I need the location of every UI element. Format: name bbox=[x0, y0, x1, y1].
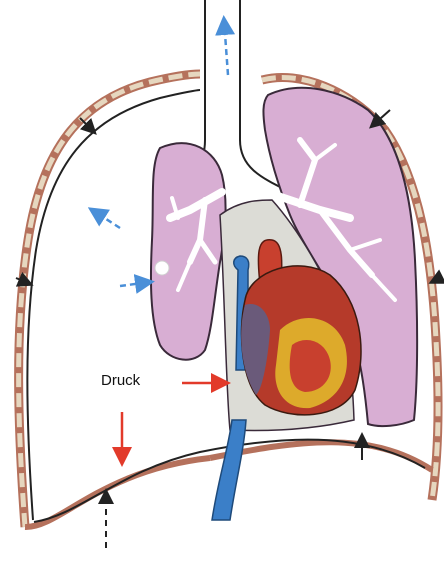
collapsed-lung bbox=[151, 143, 226, 359]
air-leak-spot bbox=[155, 261, 169, 275]
heart bbox=[241, 266, 361, 415]
pressure-label: Druck bbox=[101, 372, 140, 389]
